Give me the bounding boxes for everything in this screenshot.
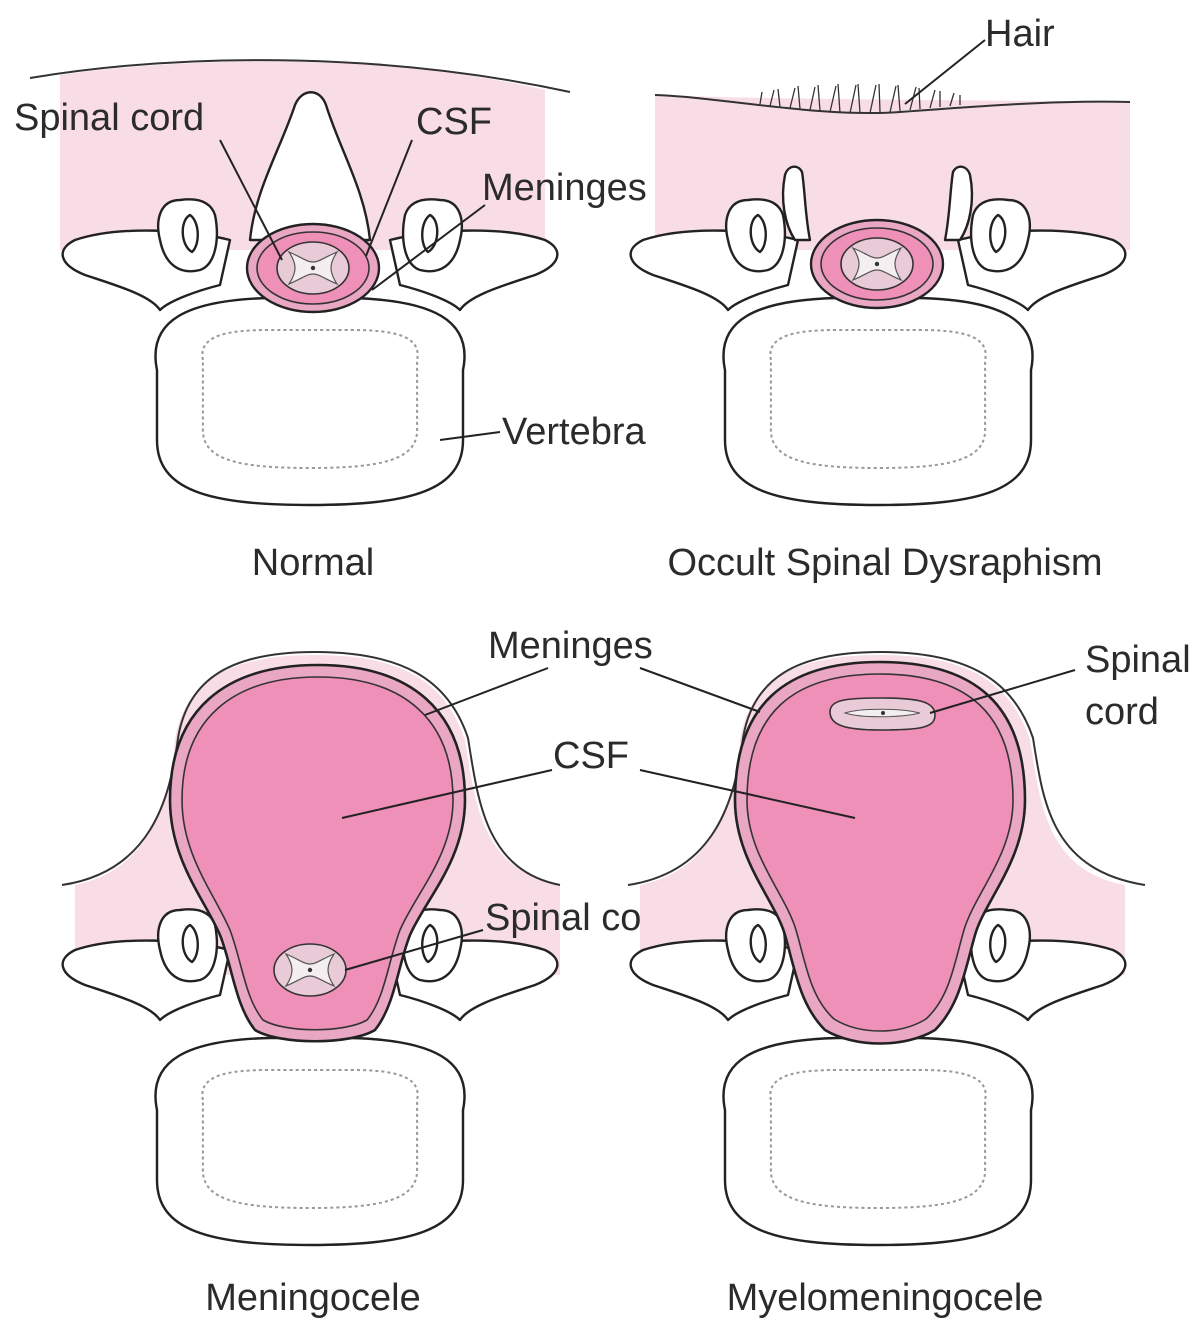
spinal-cord: [276, 241, 350, 295]
label-spinal-line2: cord: [1085, 691, 1159, 733]
caption-normal: Normal: [252, 542, 374, 584]
caption-occult: Occult Spinal Dysraphism: [667, 542, 1102, 584]
spinal-cord: [840, 237, 914, 291]
label-meninges: Meninges: [488, 625, 653, 667]
caption-myelomeningocele: Myelomeningocele: [727, 1277, 1044, 1319]
label-vertebra: Vertebra: [502, 411, 647, 453]
panel-meningocele: Meninges CSF Spinal cord Meningocele: [61, 625, 675, 1319]
label-hair: Hair: [985, 13, 1055, 55]
label-csf: CSF: [416, 101, 492, 143]
csf: [181, 676, 454, 1031]
csf: [746, 673, 1014, 1032]
panel-normal: Spinal cord CSF Meninges Vertebra Normal: [14, 59, 647, 584]
panel-occult: Hair Occult Spinal Dysraphism: [629, 13, 1131, 584]
label-spinal-line1: Spinal: [1085, 639, 1191, 681]
spinous-process: [248, 91, 372, 242]
spinal-cord: [829, 697, 936, 731]
caption-meningocele: Meningocele: [205, 1277, 420, 1319]
hair: [759, 83, 961, 114]
label-spinal-cord: Spinal cord: [14, 97, 204, 139]
label-meninges: Meninges: [482, 167, 647, 209]
spinal-cord: [273, 943, 347, 997]
label-csf: CSF: [553, 735, 629, 777]
panel-myelomeningocele: Spinal cord Myelomeningocele: [627, 639, 1191, 1319]
